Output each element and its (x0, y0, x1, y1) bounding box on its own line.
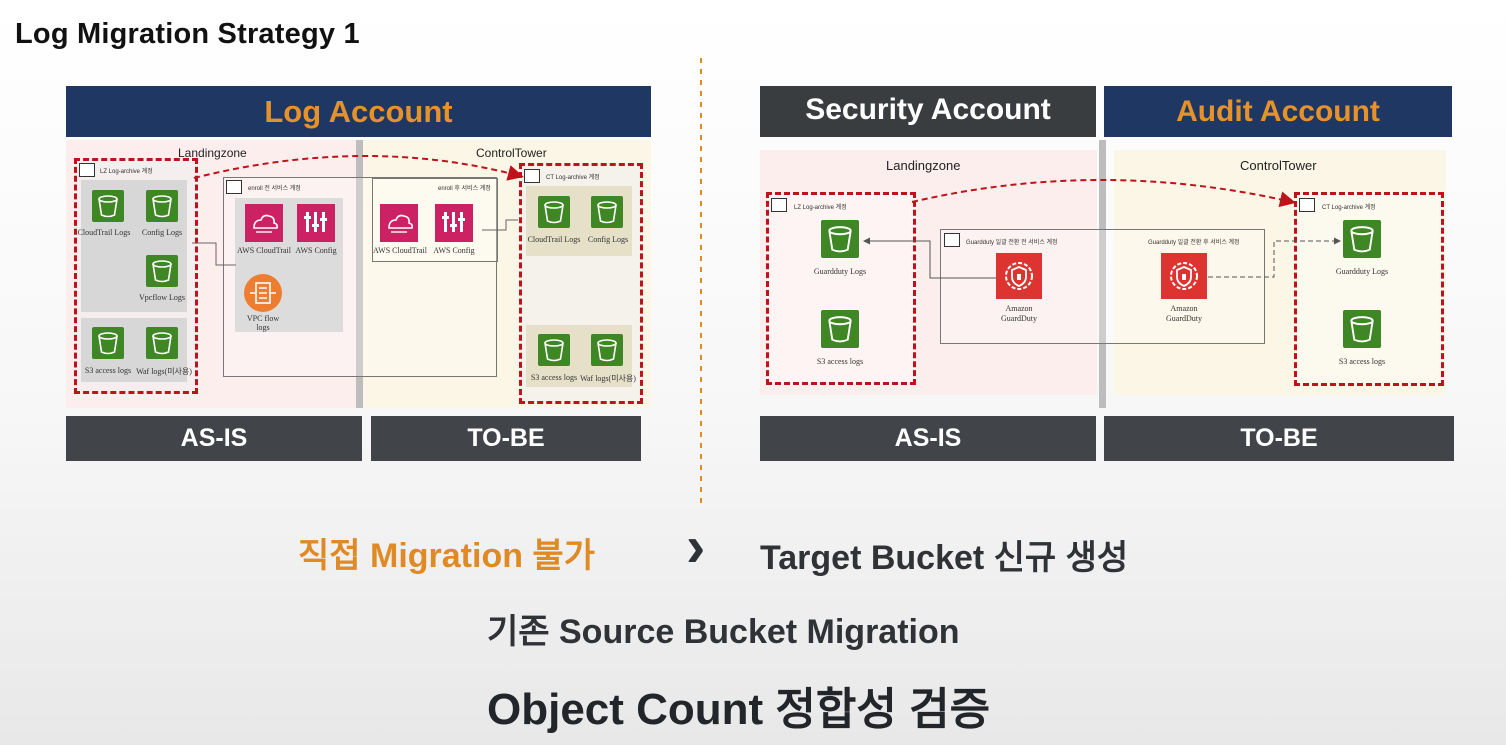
source-bucket-migration-text: 기존 Source Bucket Migration (487, 613, 960, 651)
cloudtrail-icon (380, 204, 418, 242)
right-tobe-label: TO-BE (1104, 416, 1454, 461)
cloud-icon (524, 169, 540, 183)
right-divider (1099, 140, 1106, 408)
cloudtrail-icon (245, 204, 283, 242)
bucket-label: Config Logs (587, 235, 629, 244)
service-label: AWS CloudTrail (237, 246, 291, 255)
s3-bucket-icon (1343, 220, 1381, 258)
left-asis-label: AS-IS (66, 416, 362, 461)
cloud-icon (226, 180, 242, 194)
bucket-label: CloudTrail Logs (77, 228, 131, 237)
page-title: Log Migration Strategy 1 (15, 18, 360, 50)
security-account-banner: Security Account (760, 86, 1096, 137)
s3-bucket-icon (146, 255, 178, 287)
cloud-icon (1299, 198, 1315, 212)
guardduty-icon (996, 253, 1042, 299)
guardduty-before-label: Guardduty 일괄 전환 전 서비스 계정 (966, 240, 1058, 246)
ct-log-archive-label: CT Log-archive 계정 (546, 175, 600, 181)
ct-log-archive-label: CT Log-archive 계정 (1322, 205, 1376, 211)
bucket-label: Waf logs(미사용) (580, 374, 636, 383)
log-account-banner: Log Account (66, 86, 651, 137)
right-asis-label: AS-IS (760, 416, 1096, 461)
bucket-label: Guardduty Logs (813, 267, 867, 276)
cloud-icon (944, 233, 960, 247)
right-zone-asis: Landingzone (886, 158, 961, 173)
bucket-label: S3 access logs (84, 366, 132, 375)
s3-bucket-icon (538, 196, 570, 228)
config-icon (435, 204, 473, 242)
left-zone-asis: Landingzone (178, 146, 247, 160)
left-connectors (192, 155, 524, 266)
new-target-bucket-text: Target Bucket 신규 생성 (760, 539, 1129, 577)
cloud-icon (79, 163, 95, 177)
object-count-verify-text: Object Count 정합성 검증 (487, 685, 991, 734)
service-label: VPC flow logs (246, 314, 280, 332)
bucket-label: S3 access logs (1338, 357, 1386, 366)
s3-bucket-icon (92, 327, 124, 359)
guardduty-label: Amazon (1170, 304, 1198, 313)
bucket-label: S3 access logs (816, 357, 864, 366)
guardduty-after-label: Guardduty 일괄 전환 후 서비스 계정 (1148, 240, 1240, 246)
left-zone-tobe: ControlTower (476, 146, 547, 160)
s3-bucket-icon (591, 334, 623, 366)
guardduty-label: GuardDuty (1166, 314, 1202, 323)
right-zone-tobe: ControlTower (1240, 158, 1317, 173)
s3-bucket-icon (538, 334, 570, 366)
bucket-label: Vpcflow Logs (139, 293, 185, 302)
service-label: AWS Config (295, 246, 337, 255)
audit-account-banner: Audit Account (1104, 86, 1452, 137)
enroll-before-label: enroll 전 서비스 계정 (248, 186, 301, 192)
bucket-label: Waf logs(미사용) (136, 367, 192, 376)
center-divider (700, 58, 702, 503)
guardduty-icon (1161, 253, 1207, 299)
service-label: AWS CloudTrail (373, 246, 427, 255)
service-label: AWS Config (433, 246, 475, 255)
bucket-label: S3 access logs (530, 373, 578, 382)
enroll-after-label: enroll 후 서비스 계정 (438, 186, 491, 192)
s3-bucket-icon (591, 196, 623, 228)
lz-log-archive-label: LZ Log-archive 계정 (794, 205, 847, 211)
lz-log-archive-label: LZ Log-archive 계정 (100, 169, 153, 175)
bucket-label: CloudTrail Logs (527, 235, 581, 244)
chevron-right-icon: › (686, 514, 706, 579)
cloud-icon (771, 198, 787, 212)
s3-bucket-icon (1343, 310, 1381, 348)
right-connectors (863, 179, 1341, 279)
s3-bucket-icon (821, 310, 859, 348)
left-tobe-label: TO-BE (371, 416, 641, 461)
s3-bucket-icon (821, 220, 859, 258)
vpc-flow-logs-icon (244, 274, 282, 312)
no-direct-migration-text: 직접 Migration 불가 (298, 537, 595, 575)
s3-bucket-icon (146, 327, 178, 359)
s3-bucket-icon (146, 190, 178, 222)
guardduty-account-box (940, 229, 1265, 344)
left-divider (356, 140, 363, 408)
bucket-label: Config Logs (141, 228, 183, 237)
guardduty-label: GuardDuty (1001, 314, 1037, 323)
bucket-label: Guardduty Logs (1335, 267, 1389, 276)
guardduty-label: Amazon (1005, 304, 1033, 313)
s3-bucket-icon (92, 190, 124, 222)
config-icon (297, 204, 335, 242)
